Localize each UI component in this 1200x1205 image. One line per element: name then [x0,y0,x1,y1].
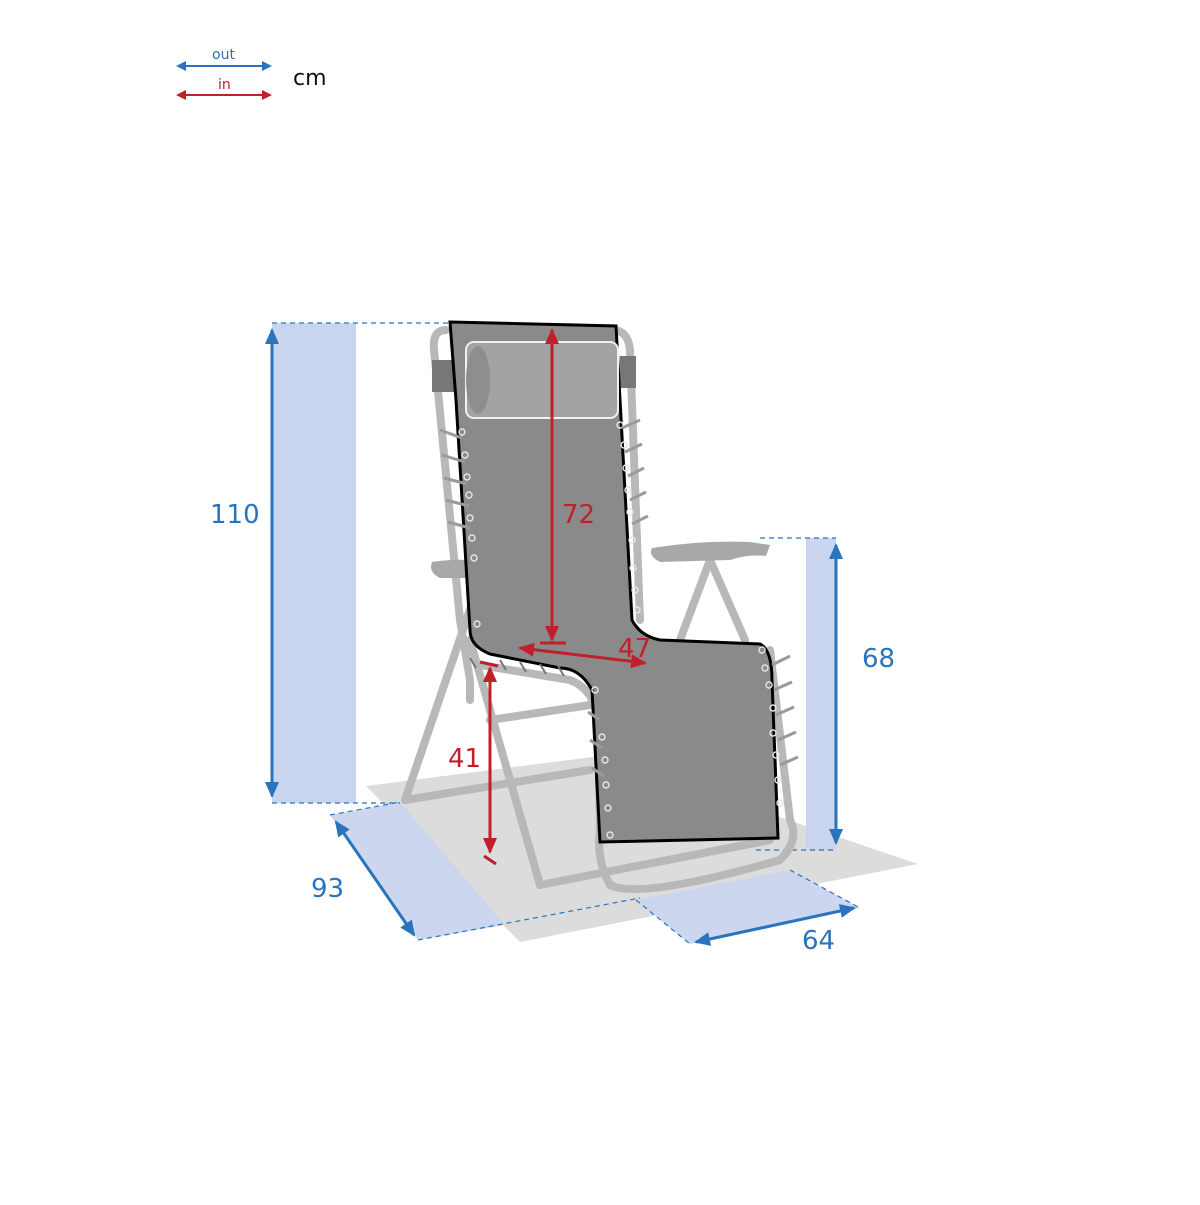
chair-fabric [448,320,780,844]
width-label: 64 [802,926,836,956]
depth-label: 93 [311,874,345,904]
seat-height-label: 41 [448,744,482,774]
armrest-height-label: 68 [862,644,896,674]
armrest-band [806,538,836,850]
unit-label: cm [293,66,327,91]
legend [176,61,272,100]
lacing-cords [439,418,799,778]
depth-93-arrow [334,820,416,937]
legend-out-label: out [212,47,235,63]
width-64-arrow [694,904,856,946]
height-band [272,323,356,803]
legend-in-label: in [218,77,231,93]
floor-shadow [366,756,918,942]
seat-47-arrow [518,642,647,669]
right-armrest [651,541,770,562]
lacing-eyelets [458,421,784,839]
overall-height-label: 110 [210,500,260,530]
backrest-height-label: 72 [562,500,596,530]
seat-width-label: 47 [618,634,652,664]
right-strap [620,356,636,388]
